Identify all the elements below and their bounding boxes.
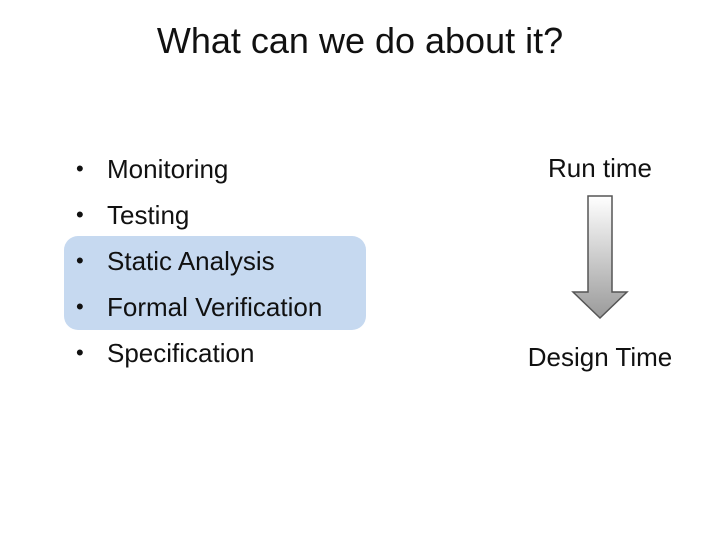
bullet-text: Static Analysis xyxy=(107,246,275,276)
down-arrow-icon xyxy=(571,195,629,320)
bullet-item-formal-verification: • Formal Verification xyxy=(0,284,380,330)
arrow-shape xyxy=(571,195,629,320)
run-time-label: Run time xyxy=(547,153,653,183)
bullet-marker: • xyxy=(76,294,84,319)
bullet-text: Formal Verification xyxy=(107,292,323,322)
bullet-item-monitoring: • Monitoring xyxy=(0,146,380,192)
design-time-label: Design Time xyxy=(527,342,673,372)
bullet-item-static-analysis: • Static Analysis xyxy=(0,238,380,284)
bullet-marker: • xyxy=(76,340,84,365)
bullet-text: Testing xyxy=(107,200,190,230)
slide-title: What can we do about it? xyxy=(156,20,564,61)
bullet-marker: • xyxy=(76,156,84,181)
bullet-marker: • xyxy=(76,248,84,273)
bullet-marker: • xyxy=(76,202,84,227)
bullet-item-specification: • Specification xyxy=(0,330,380,376)
highlight-box xyxy=(64,236,366,330)
bullet-text: Monitoring xyxy=(107,154,229,184)
bullet-text: Specification xyxy=(107,338,255,368)
bullet-item-testing: • Testing xyxy=(0,192,380,238)
